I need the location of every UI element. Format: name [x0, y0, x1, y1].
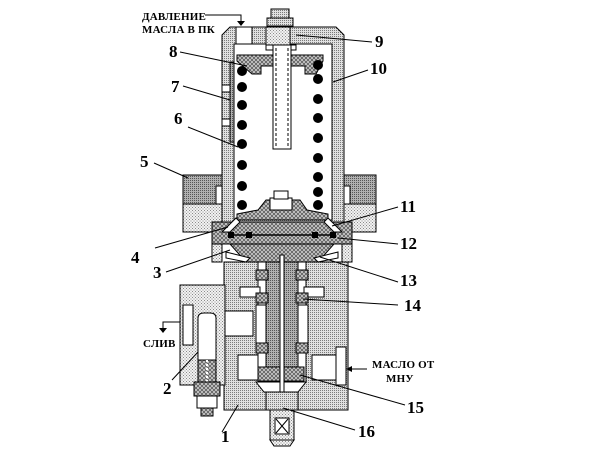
label-part-2: 2	[163, 379, 172, 398]
label-part-12: 12	[400, 234, 417, 253]
label-part-13: 13	[400, 271, 417, 290]
label-part-7: 7	[171, 77, 180, 96]
caption-oil-from-line1: МАСЛО ОТ	[372, 359, 435, 371]
central-rod	[272, 44, 292, 150]
caption-oil-from-line2: МНУ	[386, 373, 414, 385]
label-part-10: 10	[370, 59, 387, 78]
label-part-1: 1	[221, 427, 230, 446]
valve-spool	[254, 254, 309, 416]
oil-pressure-arrow	[205, 14, 245, 26]
spring-coils-left	[237, 66, 247, 210]
lower-spring-plate	[236, 190, 329, 221]
caption-oil-pressure-line2: МАСЛА В ПК	[142, 24, 215, 36]
label-part-3: 3	[153, 263, 162, 282]
label-part-15: 15	[407, 398, 424, 417]
label-part-11: 11	[400, 197, 416, 216]
label-part-14: 14	[404, 296, 422, 315]
caption-drain: СЛИВ	[143, 338, 176, 350]
drain-arrow	[159, 321, 180, 333]
label-part-4: 4	[131, 248, 140, 267]
oil-inlet-arrow	[346, 366, 367, 372]
label-part-9: 9	[375, 32, 384, 51]
label-part-6: 6	[174, 109, 183, 128]
label-part-5: 5	[140, 152, 149, 171]
label-part-16: 16	[358, 422, 375, 441]
drain-block	[179, 284, 226, 417]
leader-lines	[153, 34, 406, 433]
housing-side-slots	[221, 61, 235, 143]
bottom-cap	[265, 391, 299, 447]
caption-oil-pressure-line1: ДАВЛЕНИЕ	[142, 11, 206, 23]
spring-coils-right	[313, 60, 323, 210]
label-part-8: 8	[169, 42, 178, 61]
diaphragm-assembly	[211, 217, 353, 263]
